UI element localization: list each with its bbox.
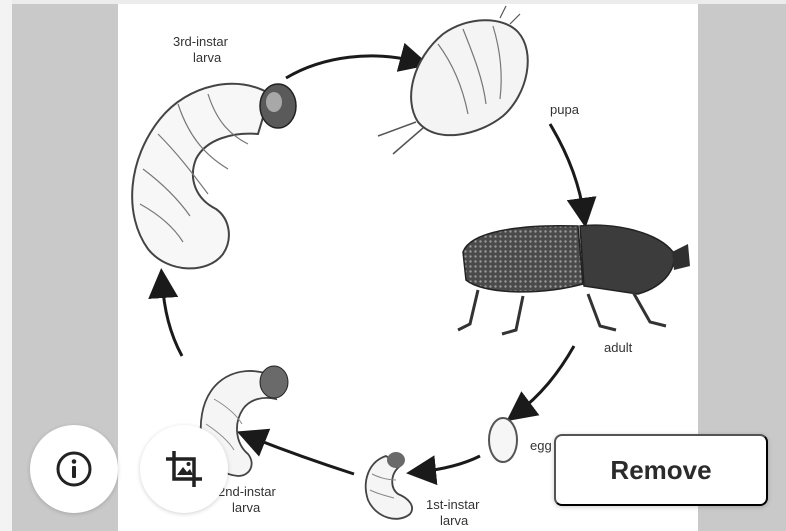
label-second-instar-line1: 2nd-instar — [218, 484, 276, 499]
info-button[interactable] — [30, 425, 118, 513]
label-pupa: pupa — [550, 102, 580, 117]
arrow-adult-to-egg — [516, 346, 574, 414]
egg-illustration — [489, 418, 517, 462]
first-instar-larva-illustration — [366, 452, 412, 519]
arrow-larva-to-pupa — [286, 56, 418, 78]
label-third-instar-line1: 3rd-instar — [173, 34, 229, 49]
arrow-first-to-second — [248, 436, 354, 474]
remove-button[interactable]: Remove — [554, 434, 768, 506]
arrow-egg-to-first — [418, 456, 480, 472]
arrow-pupa-to-adult — [550, 124, 584, 216]
arrow-second-to-third — [162, 280, 182, 356]
left-gutter — [0, 0, 12, 531]
crop-image-icon — [162, 447, 206, 491]
crop-image-button[interactable] — [140, 425, 228, 513]
label-third-instar-line2: larva — [193, 50, 222, 65]
pupa-illustration — [378, 6, 528, 154]
label-first-instar-line1: 1st-instar — [426, 497, 480, 512]
label-second-instar-line2: larva — [232, 500, 261, 515]
label-egg: egg — [530, 438, 552, 453]
info-icon — [54, 449, 94, 489]
label-adult: adult — [604, 340, 633, 355]
label-first-instar-line2: larva — [440, 513, 469, 528]
third-instar-larva-illustration — [132, 84, 296, 269]
adult-beetle-illustration — [458, 225, 690, 334]
